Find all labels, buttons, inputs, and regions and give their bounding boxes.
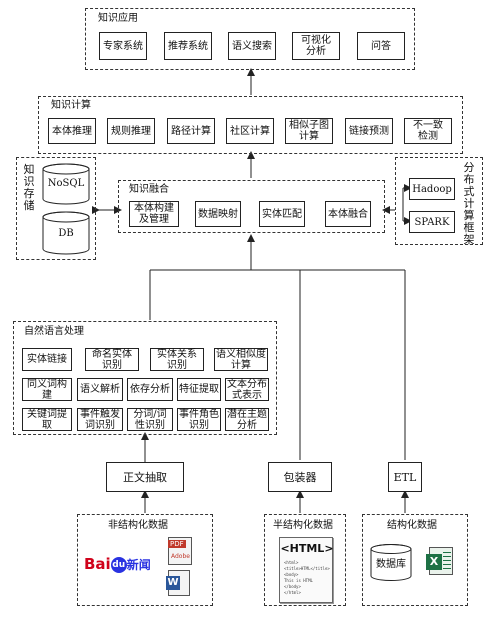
computing-item-community-computing: 社区计算 bbox=[226, 118, 274, 144]
nlp-segmentation-pos: 分词/词 性识别 bbox=[127, 408, 173, 431]
framework-layer: Hadoop SPARK 分布式计算框架 bbox=[395, 157, 483, 246]
baidu-logo-text: Bai bbox=[84, 555, 111, 573]
computing-item-rule-reasoning: 规则推理 bbox=[107, 118, 155, 144]
computing-layer: 知识计算 本体推理 规则推理 路径计算 社区计算 相似子图 计算 链接预测 不一… bbox=[38, 96, 463, 154]
application-layer-title: 知识应用 bbox=[98, 13, 138, 24]
semi-structured-data-panel: 半结构化数据 <HTML> <html> <title>HTML</title>… bbox=[264, 514, 346, 606]
processor-wrapper: 包装器 bbox=[268, 462, 332, 492]
db-cylinder bbox=[42, 211, 90, 255]
nlp-named-entity-recognition: 命名实体 识别 bbox=[85, 348, 139, 371]
word-icon: W bbox=[166, 570, 190, 596]
storage-layer-title: 知识存储 bbox=[23, 163, 35, 212]
word-icon-label: W bbox=[166, 576, 180, 590]
application-item-visual-analysis: 可视化 分析 bbox=[292, 32, 340, 60]
nlp-event-trigger-recognition: 事件触发 词识别 bbox=[77, 408, 123, 431]
nlp-layer: 自然语言处理 实体链接 命名实体 识别 实体关系 识别 语义相似度 计算 同义词… bbox=[13, 321, 277, 435]
application-item-qa: 问答 bbox=[357, 32, 405, 60]
processor-text-extraction: 正文抽取 bbox=[106, 462, 184, 492]
pdf-icon: PDF Adobe bbox=[168, 537, 192, 565]
nosql-cylinder bbox=[42, 163, 90, 205]
fusion-item-ontology-fusion: 本体融合 bbox=[325, 201, 371, 227]
database-icon bbox=[370, 544, 412, 581]
db-label: DB bbox=[58, 228, 74, 239]
fusion-item-ontology-building: 本体构建 及管理 bbox=[129, 201, 179, 227]
nlp-topic-analysis: 潜在主题 分析 bbox=[225, 408, 269, 431]
semi-structured-data-title: 半结构化数据 bbox=[273, 520, 333, 531]
pdf-icon-sub: Adobe bbox=[171, 553, 190, 560]
nlp-layer-title: 自然语言处理 bbox=[24, 326, 84, 337]
unstructured-data-title: 非结构化数据 bbox=[108, 520, 168, 531]
framework-layer-title: 分布式计算框架 bbox=[463, 161, 475, 246]
nlp-semantic-similarity: 语义相似度 计算 bbox=[214, 348, 268, 371]
nlp-synonym-building: 同义词构建 bbox=[22, 378, 72, 401]
application-item-semantic-search: 语义搜索 bbox=[228, 32, 276, 60]
html-icon-label: <HTML> bbox=[280, 542, 334, 555]
nosql-label: NoSQL bbox=[47, 178, 85, 189]
nlp-semantic-parsing: 语义解析 bbox=[77, 378, 123, 401]
nlp-entity-relation-recognition: 实体关系 识别 bbox=[150, 348, 204, 371]
storage-layer: 知识存储 NoSQL DB bbox=[16, 157, 96, 260]
computing-item-link-prediction: 链接预测 bbox=[345, 118, 393, 144]
nlp-event-role-recognition: 事件角色 识别 bbox=[177, 408, 221, 431]
excel-grid-icon bbox=[443, 552, 451, 572]
nlp-dependency-analysis: 依存分析 bbox=[127, 378, 173, 401]
nlp-entity-linking: 实体链接 bbox=[22, 348, 72, 371]
nlp-feature-extraction: 特征提取 bbox=[177, 378, 221, 401]
pdf-icon-label: PDF bbox=[168, 540, 186, 548]
nlp-distributed-representation: 文本分布 式表示 bbox=[225, 378, 269, 401]
fusion-item-data-mapping: 数据映射 bbox=[195, 201, 241, 227]
spark-box: SPARK bbox=[409, 211, 455, 233]
nlp-keyword-extraction: 关键词提取 bbox=[22, 408, 72, 431]
fusion-layer: 知识融合 本体构建 及管理 数据映射 实体匹配 本体融合 bbox=[118, 180, 385, 233]
database-label: 数据库 bbox=[376, 559, 406, 570]
processor-etl: ETL bbox=[388, 462, 422, 492]
hadoop-box: Hadoop bbox=[409, 178, 455, 200]
structured-data-title: 结构化数据 bbox=[387, 520, 437, 531]
application-item-recommender: 推荐系统 bbox=[164, 32, 212, 60]
fusion-layer-title: 知识融合 bbox=[129, 184, 169, 195]
computing-item-subgraph-similarity: 相似子图 计算 bbox=[285, 118, 333, 144]
baidu-paw-icon: du bbox=[110, 556, 127, 573]
computing-item-path-computing: 路径计算 bbox=[167, 118, 215, 144]
html-document-icon: <HTML> <html> <title>HTML</title> <body>… bbox=[279, 537, 334, 603]
baidu-news-text: 新闻 bbox=[126, 558, 151, 572]
html-code-snippet: <html> <title>HTML</title> <body> This i… bbox=[284, 560, 330, 595]
fusion-item-entity-matching: 实体匹配 bbox=[259, 201, 305, 227]
application-item-expert-system: 专家系统 bbox=[99, 32, 147, 60]
computing-item-ontology-reasoning: 本体推理 bbox=[48, 118, 96, 144]
excel-icon-label: X bbox=[426, 554, 442, 570]
excel-icon: X bbox=[426, 547, 453, 575]
computing-layer-title: 知识计算 bbox=[51, 100, 91, 111]
application-layer: 知识应用 专家系统 推荐系统 语义搜索 可视化 分析 问答 bbox=[85, 8, 415, 70]
computing-item-inconsistency-detection: 不一致 检测 bbox=[404, 118, 452, 144]
structured-data-panel: 结构化数据 数据库 X bbox=[362, 514, 468, 606]
